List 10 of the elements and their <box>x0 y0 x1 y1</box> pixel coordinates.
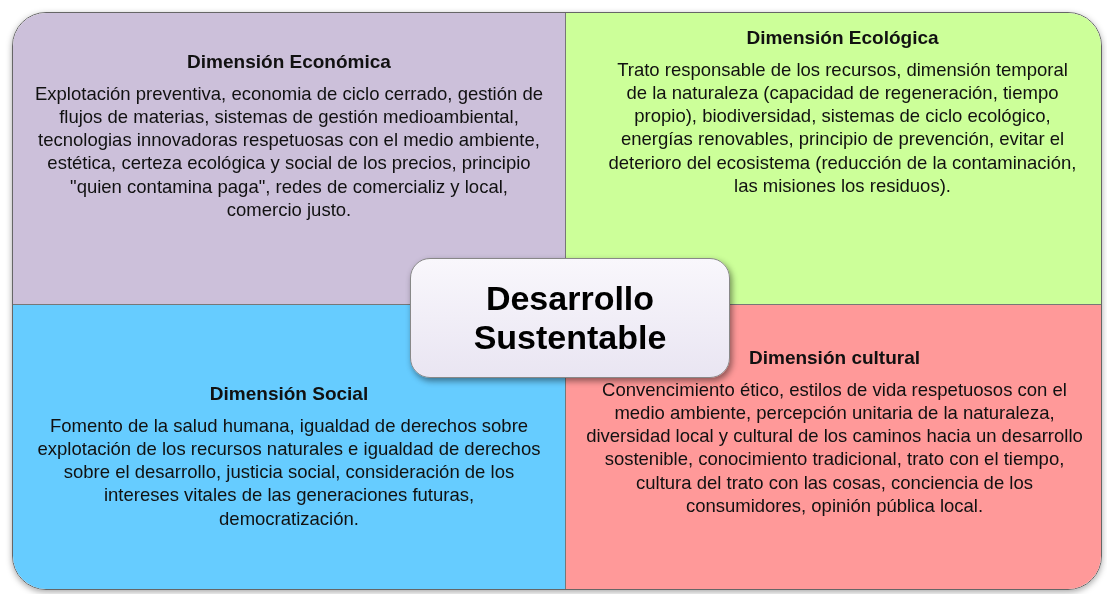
panel-description: Trato responsable de los recursos, dimensión temporal de la naturaleza (capacidad de regeneración, tiempo propio), biodiversidad, sistemas de ciclo ecológico, energías renovables, principio de prevención, evitar el deterioro del ecosistema (reducción de la contaminación, las misiones los residuos). <box>607 58 1078 197</box>
center-box <box>410 258 730 378</box>
panel-heading: Dimensión Social <box>209 383 369 405</box>
center-title: Desarrollo Sustentable <box>472 278 668 358</box>
panel-heading: Dimensión Ecológica <box>746 27 939 49</box>
panel-description: Explotación preventiva, economia de ciclo cerrado, gestión de flujos de materias, sistemas de gestión medioambiental, tecnologias innovadoras respetuosas con el medio ambiente, estética, certeza ecológica y social de los precios, principio "quien contamina paga", redes de comercializ y local, comercio justo. <box>34 82 544 221</box>
panel-description: Fomento de la salud humana, igualdad de derechos sobre explotación de los recursos naturales e igualdad de derechos sobre el desarrollo, justicia social, consideración de los intereses vitales de las generaciones futuras, democratización. <box>37 414 541 530</box>
panel-heading: Dimensión Económica <box>187 51 391 73</box>
panel-description: Convencimiento ético, estilos de vida respetuosos con el medio ambiente, percepción unitaria de la naturaleza, diversidad local y cultural de los caminos hacia un desarrollo sostenible, conocimiento tradicional, trato con el tiempo, cultura del trato con las cosas, conciencia de los consumidores, opinión pública local. <box>586 378 1083 517</box>
panel-heading: Dimensión cultural <box>749 347 920 369</box>
